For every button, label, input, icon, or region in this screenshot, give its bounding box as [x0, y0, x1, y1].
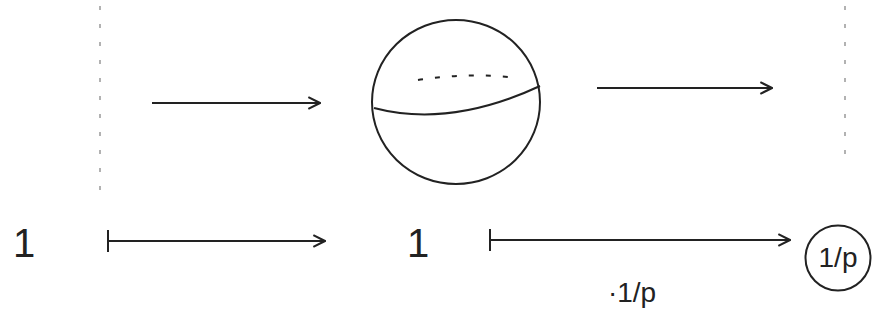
maps-to-arrow	[490, 239, 790, 241]
sphere-equator	[374, 86, 540, 114]
node-text: 1/p	[819, 244, 858, 272]
sphere-equator-hidden	[418, 75, 518, 80]
map-arrow	[152, 102, 320, 104]
circled-value: 1/p	[804, 224, 872, 292]
point-line	[844, 6, 846, 165]
maps-to-arrow	[108, 240, 325, 242]
value-label: ·1/p	[608, 279, 656, 307]
point-line	[99, 6, 101, 190]
value-label: 1	[407, 223, 429, 263]
value-label: 1	[13, 223, 35, 263]
sphere	[372, 20, 540, 184]
circle-outline	[806, 226, 871, 291]
map-arrow	[597, 87, 772, 89]
